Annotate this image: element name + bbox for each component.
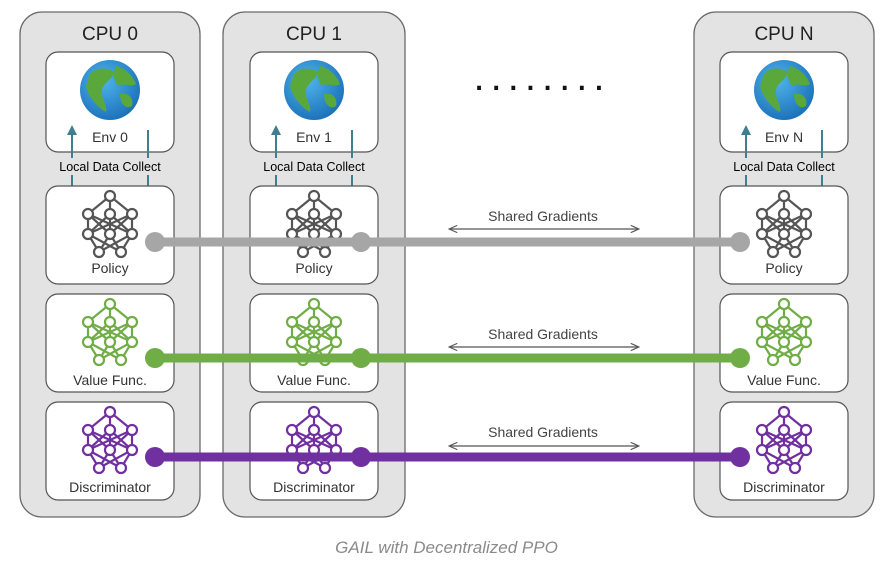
globe-icon — [80, 60, 140, 120]
neural-network-icon — [755, 405, 813, 475]
policy-label: Policy — [765, 260, 802, 276]
cpu-column-0: CPU 0 Env 0 Local Data Collect Policy Va… — [19, 11, 201, 518]
env-label: Env 1 — [296, 129, 332, 145]
globe-icon — [284, 60, 344, 120]
neural-network-icon — [755, 189, 813, 259]
value-func-label: Value Func. — [73, 372, 147, 388]
env-label: Env N — [765, 129, 803, 145]
value-func-label: Value Func. — [747, 372, 821, 388]
neural-network-icons — [81, 189, 813, 475]
shared-gradients-label: Shared Gradients — [488, 424, 598, 440]
neural-network-icon — [81, 189, 139, 259]
cpu-title: CPU 0 — [82, 24, 138, 45]
neural-network-icon — [81, 405, 139, 475]
shared-gradient-lines — [145, 232, 750, 467]
env-box: Env N — [719, 51, 849, 153]
policy-label: Policy — [91, 260, 128, 276]
env-box: Env 1 — [249, 51, 379, 153]
policy-gradient-line — [145, 232, 750, 252]
shared-gradients-annotation: Shared Gradients — [450, 326, 638, 347]
neural-network-icon — [755, 297, 813, 367]
discriminator-label: Discriminator — [69, 479, 151, 495]
shared-gradients-label: Shared Gradients — [488, 326, 598, 342]
neural-network-icon — [285, 189, 343, 259]
shared-gradients-annotation: Shared Gradients — [450, 424, 638, 446]
cpu-column-n: CPU N Env N Local Data Collect Policy Va… — [693, 11, 875, 518]
shared-gradients-annotation: Shared Gradients — [450, 208, 638, 229]
cpu-title: CPU 1 — [286, 24, 342, 45]
local-data-collect-label: Local Data Collect — [59, 160, 161, 174]
shared-gradients-label: Shared Gradients — [488, 208, 598, 224]
discriminator-label: Discriminator — [743, 479, 825, 495]
local-data-collect-label: Local Data Collect — [733, 160, 835, 174]
env-box: Env 0 — [45, 51, 175, 153]
value-func-label: Value Func. — [277, 372, 351, 388]
globe-icon — [754, 60, 814, 120]
discriminator-label: Discriminator — [273, 479, 355, 495]
policy-label: Policy — [295, 260, 332, 276]
neural-network-icon — [81, 297, 139, 367]
value-func-gradient-line — [145, 348, 750, 368]
discriminator-gradient-line — [145, 447, 750, 467]
cpu-title: CPU N — [754, 24, 813, 45]
gail-diagram: CPU 0 Env 0 Local Data Collect Policy Va… — [19, 11, 875, 518]
env-label: Env 0 — [92, 129, 128, 145]
ellipsis-dots: ........ — [474, 55, 611, 99]
figure-caption: GAIL with Decentralized PPO — [335, 538, 558, 557]
local-data-collect-label: Local Data Collect — [263, 160, 365, 174]
